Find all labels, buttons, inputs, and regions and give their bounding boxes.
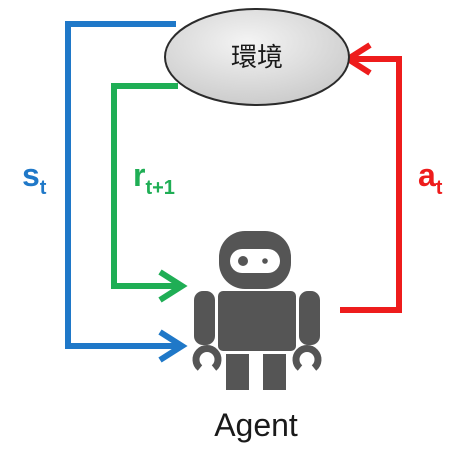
environment-label: 環境 bbox=[231, 43, 283, 73]
robot-leg-right bbox=[263, 354, 286, 390]
state-arrow-head bbox=[158, 329, 188, 363]
state-label: st bbox=[22, 157, 47, 199]
reward-symbol: r bbox=[133, 157, 145, 193]
state-arrow bbox=[65, 21, 188, 363]
reward-label: rt+1 bbox=[133, 157, 175, 199]
robot-arm-left bbox=[194, 291, 215, 345]
reward-arrow-line bbox=[111, 83, 180, 289]
robot-hand-right bbox=[292, 345, 322, 371]
state-subscript: t bbox=[40, 177, 47, 199]
action-arrow-line bbox=[340, 56, 402, 313]
robot-leg-left bbox=[226, 354, 249, 390]
reward-arrow-head bbox=[158, 269, 188, 303]
reward-subscript: t+1 bbox=[145, 177, 174, 199]
robot-torso bbox=[218, 291, 296, 351]
environment-node: 環境 bbox=[164, 8, 350, 106]
robot-icon bbox=[192, 231, 322, 390]
action-subscript: t bbox=[436, 177, 443, 199]
state-symbol: s bbox=[22, 157, 40, 193]
reward-arrow bbox=[111, 83, 188, 303]
robot-hand-left bbox=[192, 345, 222, 371]
robot-arm-right bbox=[299, 291, 320, 345]
robot-visor bbox=[230, 249, 280, 273]
state-arrow-line bbox=[65, 21, 180, 349]
action-symbol: a bbox=[418, 157, 436, 193]
agent-label: Agent bbox=[214, 407, 298, 443]
action-arrow bbox=[340, 42, 402, 313]
robot-eye-left bbox=[238, 256, 248, 266]
robot-eye-right bbox=[262, 258, 268, 264]
environment-ellipse bbox=[164, 8, 350, 106]
action-label: at bbox=[418, 157, 443, 199]
